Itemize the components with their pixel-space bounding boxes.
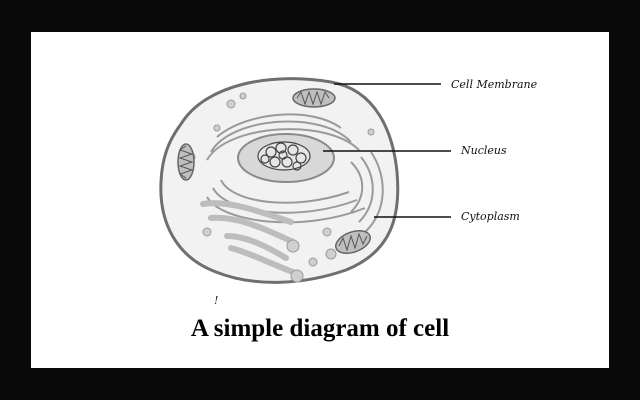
label-cytoplasm: Cytoplasm: [461, 210, 520, 223]
label-cell-membrane: Cell Membrane: [451, 78, 538, 91]
mitochondrion-bottom-right: [334, 230, 372, 254]
mitochondrion-left: [177, 143, 195, 181]
endoplasmic-reticulum: [206, 113, 384, 233]
mitochondrion-top: [292, 88, 336, 108]
mitochondria: [177, 88, 372, 254]
golgi-apparatus: [200, 200, 296, 275]
cell-diagram: Cell Membrane Nucleus Cytoplasm: [159, 77, 538, 284]
diagram-caption: A simple diagram of cell: [190, 315, 450, 342]
stray-mark: !: [214, 294, 219, 307]
diagram-canvas: Cell Membrane Nucleus Cytoplasm ! A simp…: [31, 32, 609, 368]
nucleolus-chromatin: [257, 141, 311, 171]
label-nucleus: Nucleus: [460, 144, 507, 157]
